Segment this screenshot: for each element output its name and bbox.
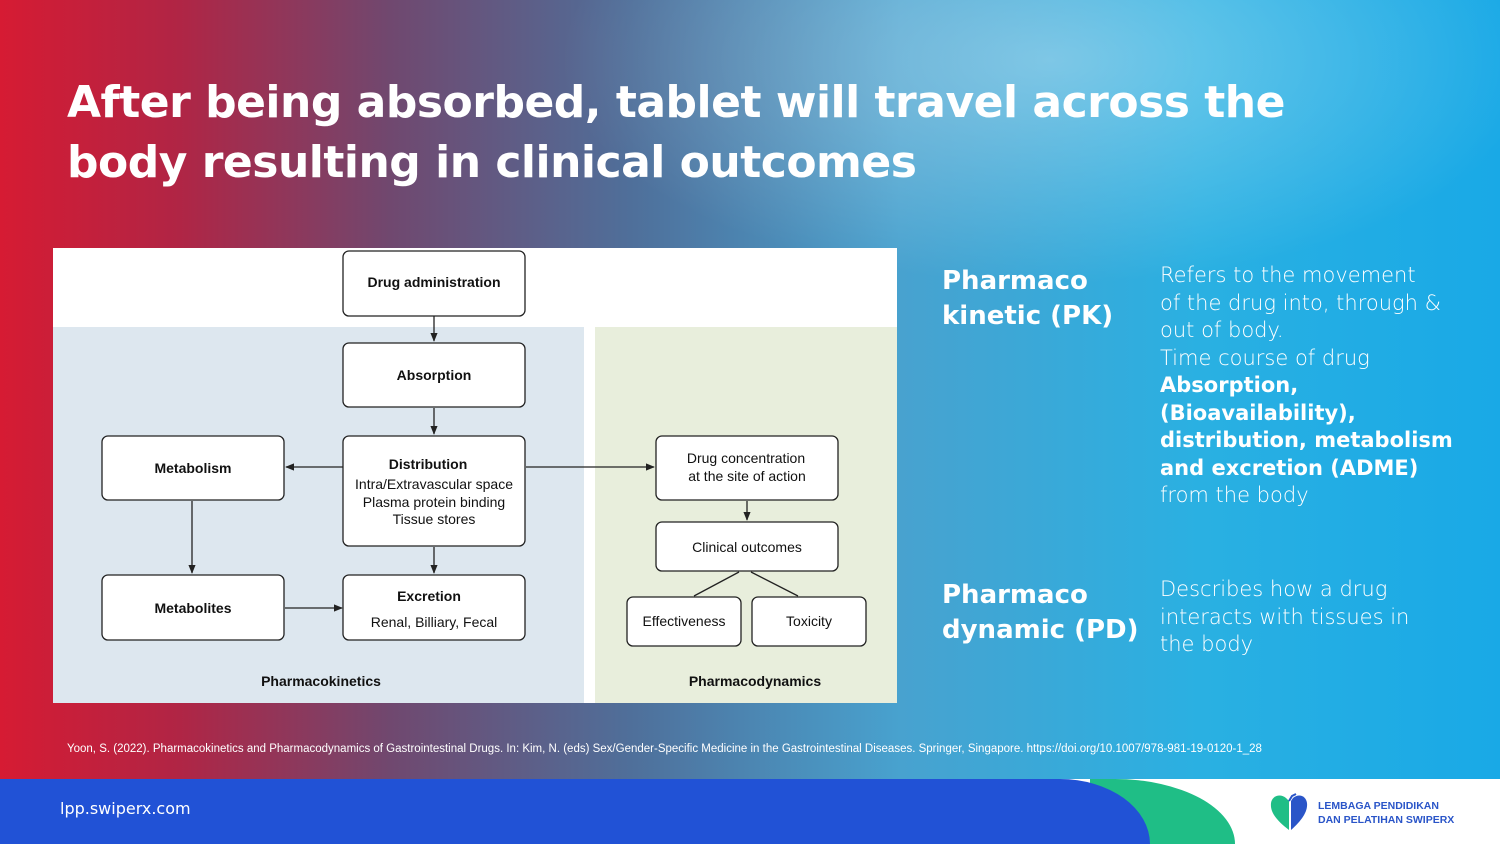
metabolism-box: Metabolism bbox=[101, 435, 285, 501]
distribution-line-3: Tissue stores bbox=[393, 511, 476, 527]
pd-desc-line-3: the body bbox=[1160, 632, 1254, 656]
swiperx-logo: LEMBAGA PENDIDIKAN DAN PELATIHAN SWIPERX bbox=[1268, 790, 1478, 834]
citation: Yoon, S. (2022). Pharmacokinetics and Ph… bbox=[67, 743, 1262, 755]
excretion-box: Excretion Renal, Billiary, Fecal bbox=[342, 574, 526, 641]
pk-desc-bold-1: Absorption, bbox=[1160, 373, 1299, 397]
footer-bar: lpp.swiperx.com LEMBAGA PENDIDIKAN DAN P… bbox=[0, 779, 1500, 844]
pd-term-line-2: dynamic (PD) bbox=[942, 615, 1139, 645]
line-outcomes-to-effectiveness bbox=[693, 571, 740, 597]
metabolism-label: Metabolism bbox=[154, 460, 231, 476]
clinical-outcomes-box: Clinical outcomes bbox=[655, 521, 839, 572]
diagram-svg: Drug administration Absorption Distribut… bbox=[53, 250, 897, 703]
pk-term-line-1: Pharmaco bbox=[942, 266, 1088, 296]
drug-administration-label: Drug administration bbox=[367, 274, 500, 290]
pk-description: Refers to the movement of the drug into,… bbox=[1160, 262, 1480, 510]
absorption-label: Absorption bbox=[397, 367, 472, 383]
heart-leaf-icon bbox=[1270, 793, 1308, 830]
pk-desc-line-3: out of body. bbox=[1160, 318, 1284, 342]
effectiveness-label: Effectiveness bbox=[642, 613, 725, 629]
line-outcomes-to-toxicity bbox=[750, 571, 799, 597]
logo-line-1: LEMBAGA PENDIDIKAN bbox=[1318, 800, 1439, 812]
title-line-2: body resulting in clinical outcomes bbox=[67, 137, 917, 188]
drug-concentration-box: Drug concentration at the site of action bbox=[655, 435, 839, 501]
distribution-line-2: Plasma protein binding bbox=[363, 494, 505, 510]
pd-desc-line-1: Describes how a drug bbox=[1160, 577, 1388, 601]
logo-line-2: DAN PELATIHAN SWIPERX bbox=[1318, 814, 1455, 826]
pk-desc-line-2: of the drug into, through & bbox=[1160, 290, 1442, 315]
absorption-box: Absorption bbox=[342, 342, 526, 408]
pk-term: Pharmaco kinetic (PK) bbox=[942, 264, 1113, 334]
pk-desc-bold-4: and excretion (ADME) bbox=[1160, 455, 1419, 480]
toxicity-label: Toxicity bbox=[786, 613, 832, 629]
distribution-line-1: Intra/Extravascular space bbox=[355, 476, 513, 492]
metabolites-label: Metabolites bbox=[154, 600, 231, 616]
pd-desc-line-2: interacts with tissues in bbox=[1160, 604, 1410, 629]
clinical-outcomes-label: Clinical outcomes bbox=[692, 539, 802, 555]
pd-description: Describes how a drug interacts with tiss… bbox=[1160, 576, 1480, 659]
footer-blue-band bbox=[0, 779, 1150, 844]
excretion-detail: Renal, Billiary, Fecal bbox=[371, 614, 498, 630]
distribution-box: Distribution Intra/Extravascular space P… bbox=[342, 435, 526, 547]
pharmacodynamics-panel-label: Pharmacodynamics bbox=[689, 673, 821, 689]
excretion-title: Excretion bbox=[397, 588, 461, 604]
pk-desc-line-4: Time course of drug bbox=[1160, 345, 1370, 370]
logo-text: LEMBAGA PENDIDIKAN DAN PELATIHAN SWIPERX bbox=[1318, 799, 1454, 827]
pk-desc-bold-2: (Bioavailability), bbox=[1160, 400, 1356, 425]
pk-term-line-2: kinetic (PK) bbox=[942, 301, 1114, 331]
footer-url-link[interactable]: lpp.swiperx.com bbox=[60, 799, 191, 818]
pk-desc-bold-3: distribution, metabolism bbox=[1160, 428, 1453, 452]
drug-administration-box: Drug administration bbox=[342, 250, 526, 317]
drug-concentration-line-1: Drug concentration bbox=[687, 450, 805, 466]
slide-title: After being absorbed, tablet will travel… bbox=[67, 73, 1317, 193]
pk-desc-line-5: from the body bbox=[1160, 483, 1309, 507]
toxicity-box: Toxicity bbox=[751, 596, 867, 647]
distribution-title: Distribution bbox=[389, 456, 468, 472]
pk-pd-flow-diagram: Drug administration Absorption Distribut… bbox=[53, 248, 897, 703]
metabolites-box: Metabolites bbox=[101, 574, 285, 641]
pharmacokinetics-panel-label: Pharmacokinetics bbox=[261, 673, 381, 689]
pd-term-line-1: Pharmaco bbox=[942, 580, 1088, 610]
pd-term: Pharmaco dynamic (PD) bbox=[942, 578, 1139, 648]
drug-concentration-line-2: at the site of action bbox=[688, 468, 806, 484]
effectiveness-box: Effectiveness bbox=[626, 596, 742, 647]
title-line-1: After being absorbed, tablet will travel… bbox=[67, 77, 1285, 128]
pk-desc-line-1: Refers to the movement bbox=[1160, 263, 1416, 287]
